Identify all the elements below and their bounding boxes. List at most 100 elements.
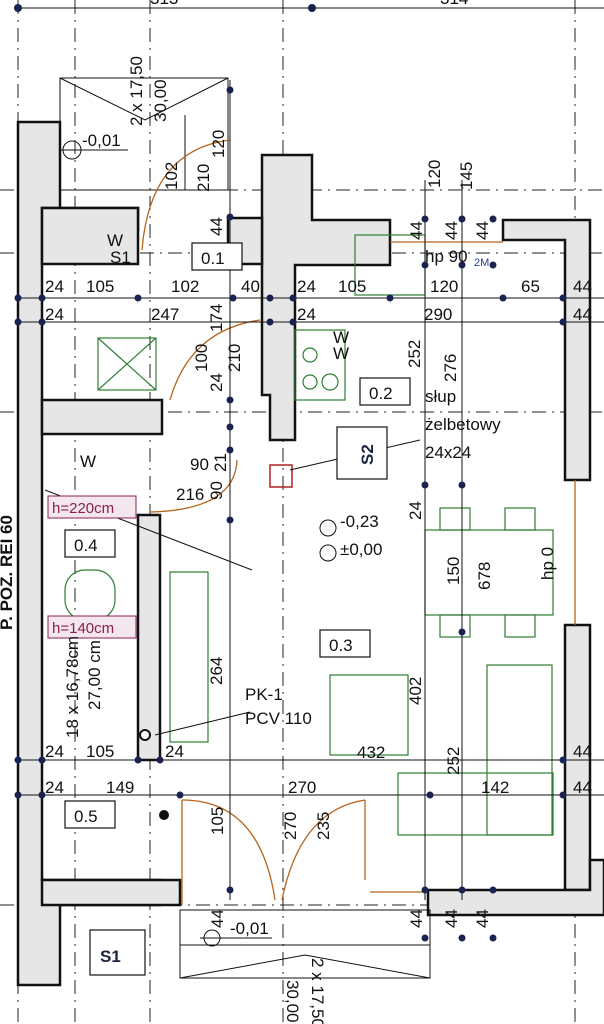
level-bottom: -0,01 (230, 919, 269, 938)
level-label: -0,23 (340, 512, 379, 531)
dim: 402 (406, 677, 425, 705)
stairs-label: 18 x 16,78cm (63, 636, 82, 738)
room-labels: 0.1 0.2 0.3 0.4 0.5 (64, 242, 411, 829)
dim: 44 (573, 305, 592, 324)
s-label: S1 (110, 248, 131, 267)
dim: 105 (338, 277, 366, 296)
level-top: -0,01 (82, 131, 121, 150)
section-s1-label: S1 (100, 947, 121, 966)
height-label: h=140cm (52, 620, 114, 637)
dim: 24 (207, 373, 226, 392)
dim: 252 (405, 340, 424, 368)
dim: 149 (106, 778, 134, 797)
room-0-1: 0.1 (201, 249, 225, 268)
dim: 247 (151, 305, 179, 324)
dim: 210 (194, 164, 213, 192)
dim: 270 (288, 778, 316, 797)
dim: 105 (86, 277, 114, 296)
dim: 252 (444, 747, 463, 775)
stairs-label: 27,00 cm (85, 640, 104, 710)
dim: 44 (442, 909, 461, 928)
dim: 142 (481, 778, 509, 797)
top-dim-b: 314 (440, 0, 468, 8)
pk1-pipe (139, 729, 151, 741)
column-label: żelbetowy (425, 415, 501, 434)
door-swings (141, 139, 366, 905)
section-s2-box (336, 426, 388, 480)
room-0-2: 0.2 (369, 384, 393, 403)
dim: 44 (573, 742, 592, 761)
dim: 24 (45, 277, 64, 296)
dim: 276 (441, 354, 460, 382)
dim: 216 (176, 485, 204, 504)
dim: 235 (314, 812, 333, 840)
entrance-stairs-top (59, 77, 229, 191)
dim: 44 (573, 277, 592, 296)
height-badge (47, 495, 137, 519)
dim: 44 (407, 909, 426, 928)
section-s1-box (89, 929, 146, 976)
dim: 24 (297, 277, 316, 296)
dim: 24 (45, 778, 64, 797)
column-s2-marker (269, 464, 293, 488)
dim: 120 (209, 130, 228, 158)
room-0-5: 0.5 (74, 807, 98, 826)
w-label: W (333, 344, 349, 363)
dim: 102 (171, 277, 199, 296)
stairs-count-bottom: 2 x 17,50 (308, 958, 327, 1024)
dim: 210 (225, 344, 244, 372)
w-label: W (333, 328, 349, 347)
dim: 44 (473, 221, 492, 240)
pipe-label: PK-1 (245, 685, 283, 704)
dim: 24 (45, 742, 64, 761)
walls (16, 120, 604, 987)
w-label: W (107, 231, 123, 250)
dim: 264 (207, 657, 226, 685)
dim: 105 (86, 742, 114, 761)
dim: 24 (297, 305, 316, 324)
dim: 21 (211, 453, 230, 472)
dim: 150 (444, 557, 463, 585)
stairs-count-top: 2 x 17,50 (127, 56, 146, 126)
dim: 290 (424, 305, 452, 324)
hp-sub-label: 2M (474, 257, 489, 269)
dim: 270 (281, 812, 300, 840)
dim: 120 (430, 277, 458, 296)
column-label: 24x24 (425, 443, 471, 462)
dim: 44 (407, 221, 426, 240)
dim: 105 (208, 807, 227, 835)
stairs-tread-top: 30,00 (151, 79, 170, 122)
section-s2-label: S2 (358, 444, 377, 465)
hp90-label: hp 90 (425, 247, 468, 266)
height-label: h=220cm (52, 500, 114, 517)
dim: 145 (457, 162, 476, 190)
dim: 678 (475, 562, 494, 590)
column-label: słup (425, 387, 456, 406)
stairs-tread-bottom: 30,00 (283, 980, 302, 1023)
dim: 24 (165, 742, 184, 761)
dim: 174 (207, 304, 226, 332)
dim: 44 (442, 221, 461, 240)
dim: 90 (207, 481, 226, 500)
dim: 44 (207, 217, 226, 236)
level-label: ±0,00 (340, 540, 382, 559)
dim: 40 (241, 277, 260, 296)
dim: 65 (521, 277, 540, 296)
room-0-4: 0.4 (74, 536, 98, 555)
dimension-labels: 102 210 120 44 120 145 44 44 44 24 105 1… (45, 130, 592, 928)
hp0-label: hp 0 (538, 547, 557, 580)
entrance-stairs-bottom (179, 909, 431, 979)
w-label: W (80, 452, 96, 471)
dim: 24 (406, 501, 425, 520)
room-0-3: 0.3 (329, 636, 353, 655)
dim: 24 (45, 305, 64, 324)
top-dim-a: 313 (150, 0, 178, 8)
dim: 90 (190, 455, 209, 474)
dim: 44 (573, 778, 592, 797)
furniture (64, 234, 554, 836)
dim: 102 (162, 162, 181, 190)
pipe-label: PCV 110 (245, 709, 312, 728)
dim: 432 (357, 743, 385, 762)
fire-rating-label: P. POŻ. REI 60 (0, 515, 16, 630)
